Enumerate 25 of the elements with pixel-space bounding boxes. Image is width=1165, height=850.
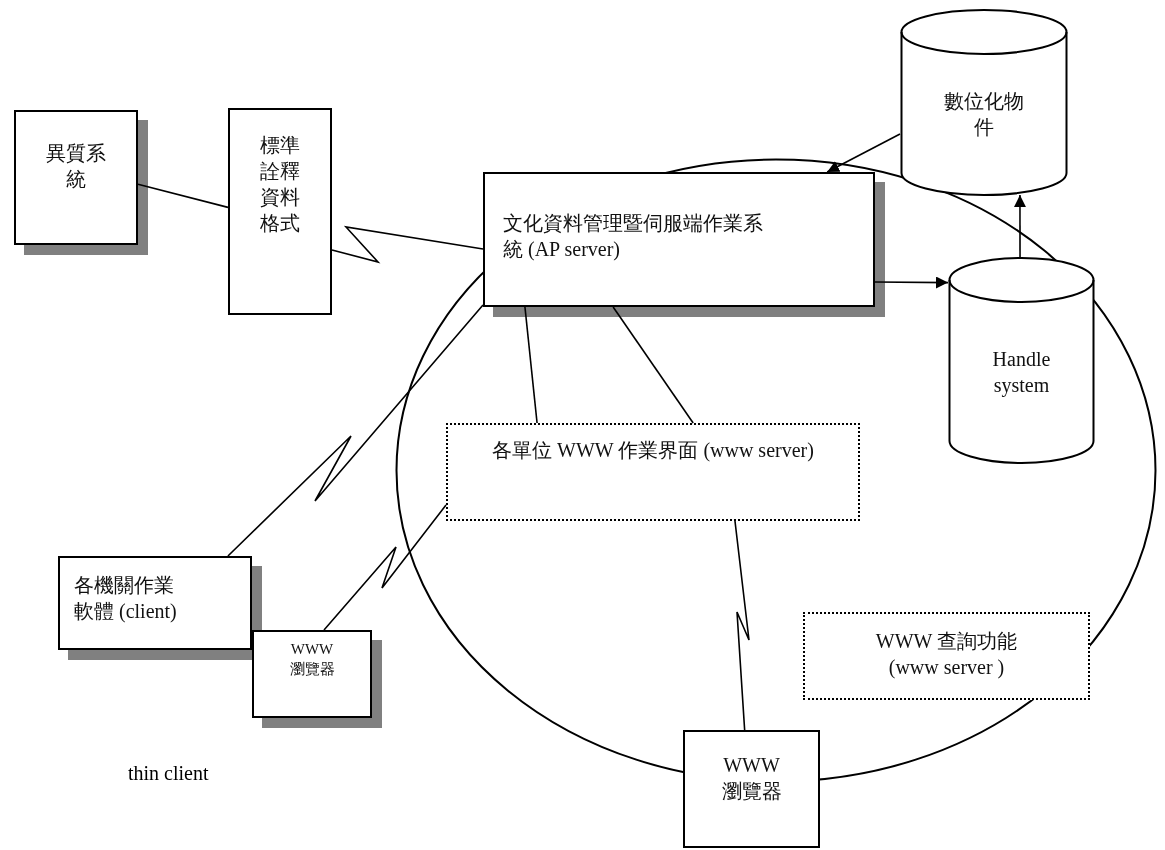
node-text: Handle system <box>991 347 1052 398</box>
connector-line <box>137 183 229 209</box>
node-text: WWW 瀏覽器 <box>288 640 336 679</box>
connector-line <box>524 306 538 424</box>
browser-box <box>683 730 820 848</box>
interface-box <box>446 423 860 521</box>
connector-line <box>734 520 750 731</box>
connector-line <box>323 504 447 631</box>
node-text: WWW 瀏覽器 <box>720 753 783 804</box>
node-text: 數位化物件 <box>943 89 1025 140</box>
arrow <box>1013 194 1026 259</box>
node-text: WWW 查詢功能 (www server ) <box>874 629 1019 680</box>
arrow <box>874 276 949 289</box>
node-text: 各單位 WWW 作業界面 (www server) <box>491 438 815 463</box>
arrow <box>826 133 901 173</box>
connector-line <box>331 225 484 264</box>
note-text: thin client <box>128 762 209 785</box>
connector-line <box>227 304 484 557</box>
node-text: 文化資料管理暨伺服端作業系統 (AP server) <box>502 211 764 262</box>
function-box <box>803 612 1090 700</box>
connector-line <box>612 306 694 424</box>
format-box <box>228 108 332 315</box>
node-text: 各機關作業軟體 (client) <box>73 573 178 624</box>
node-text: 異質系統 <box>45 141 107 192</box>
node-text: 標準詮釋資料格式 <box>259 133 301 236</box>
